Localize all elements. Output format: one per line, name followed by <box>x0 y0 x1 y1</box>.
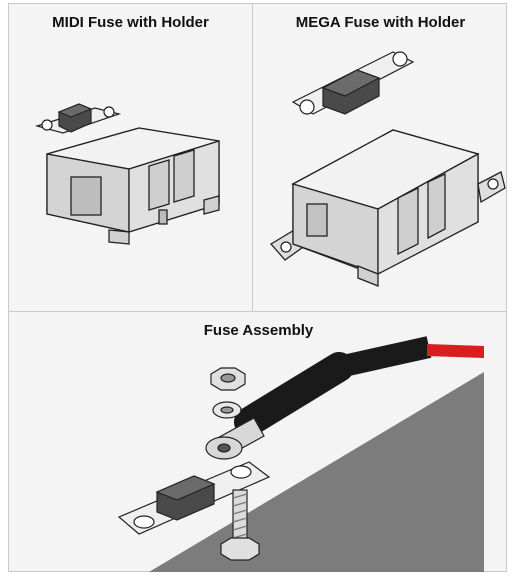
mega-fuse-illustration <box>269 51 506 287</box>
mega-panel-title: MEGA Fuse with Holder <box>295 14 466 31</box>
horizontal-divider <box>9 311 506 312</box>
midi-fuse-illustration <box>34 103 220 245</box>
midi-fuse <box>34 103 122 134</box>
figure-frame: MIDI Fuse with Holder MEGA Fuse with Hol… <box>8 3 507 572</box>
midi-holder <box>46 127 220 245</box>
bolt <box>220 489 260 561</box>
assembly-panel-title: Fuse Assembly <box>203 322 314 339</box>
midi-panel-title: MIDI Fuse with Holder <box>52 14 209 31</box>
vertical-divider <box>252 4 253 311</box>
mega-holder <box>269 129 506 287</box>
assembly-fuse <box>117 461 271 535</box>
cable <box>234 336 484 437</box>
mounting-plate <box>149 372 484 572</box>
mega-fuse <box>291 51 415 115</box>
ring-terminal <box>205 417 265 460</box>
fuse-assembly-illustration <box>117 336 484 572</box>
nut-and-washer <box>210 367 246 419</box>
